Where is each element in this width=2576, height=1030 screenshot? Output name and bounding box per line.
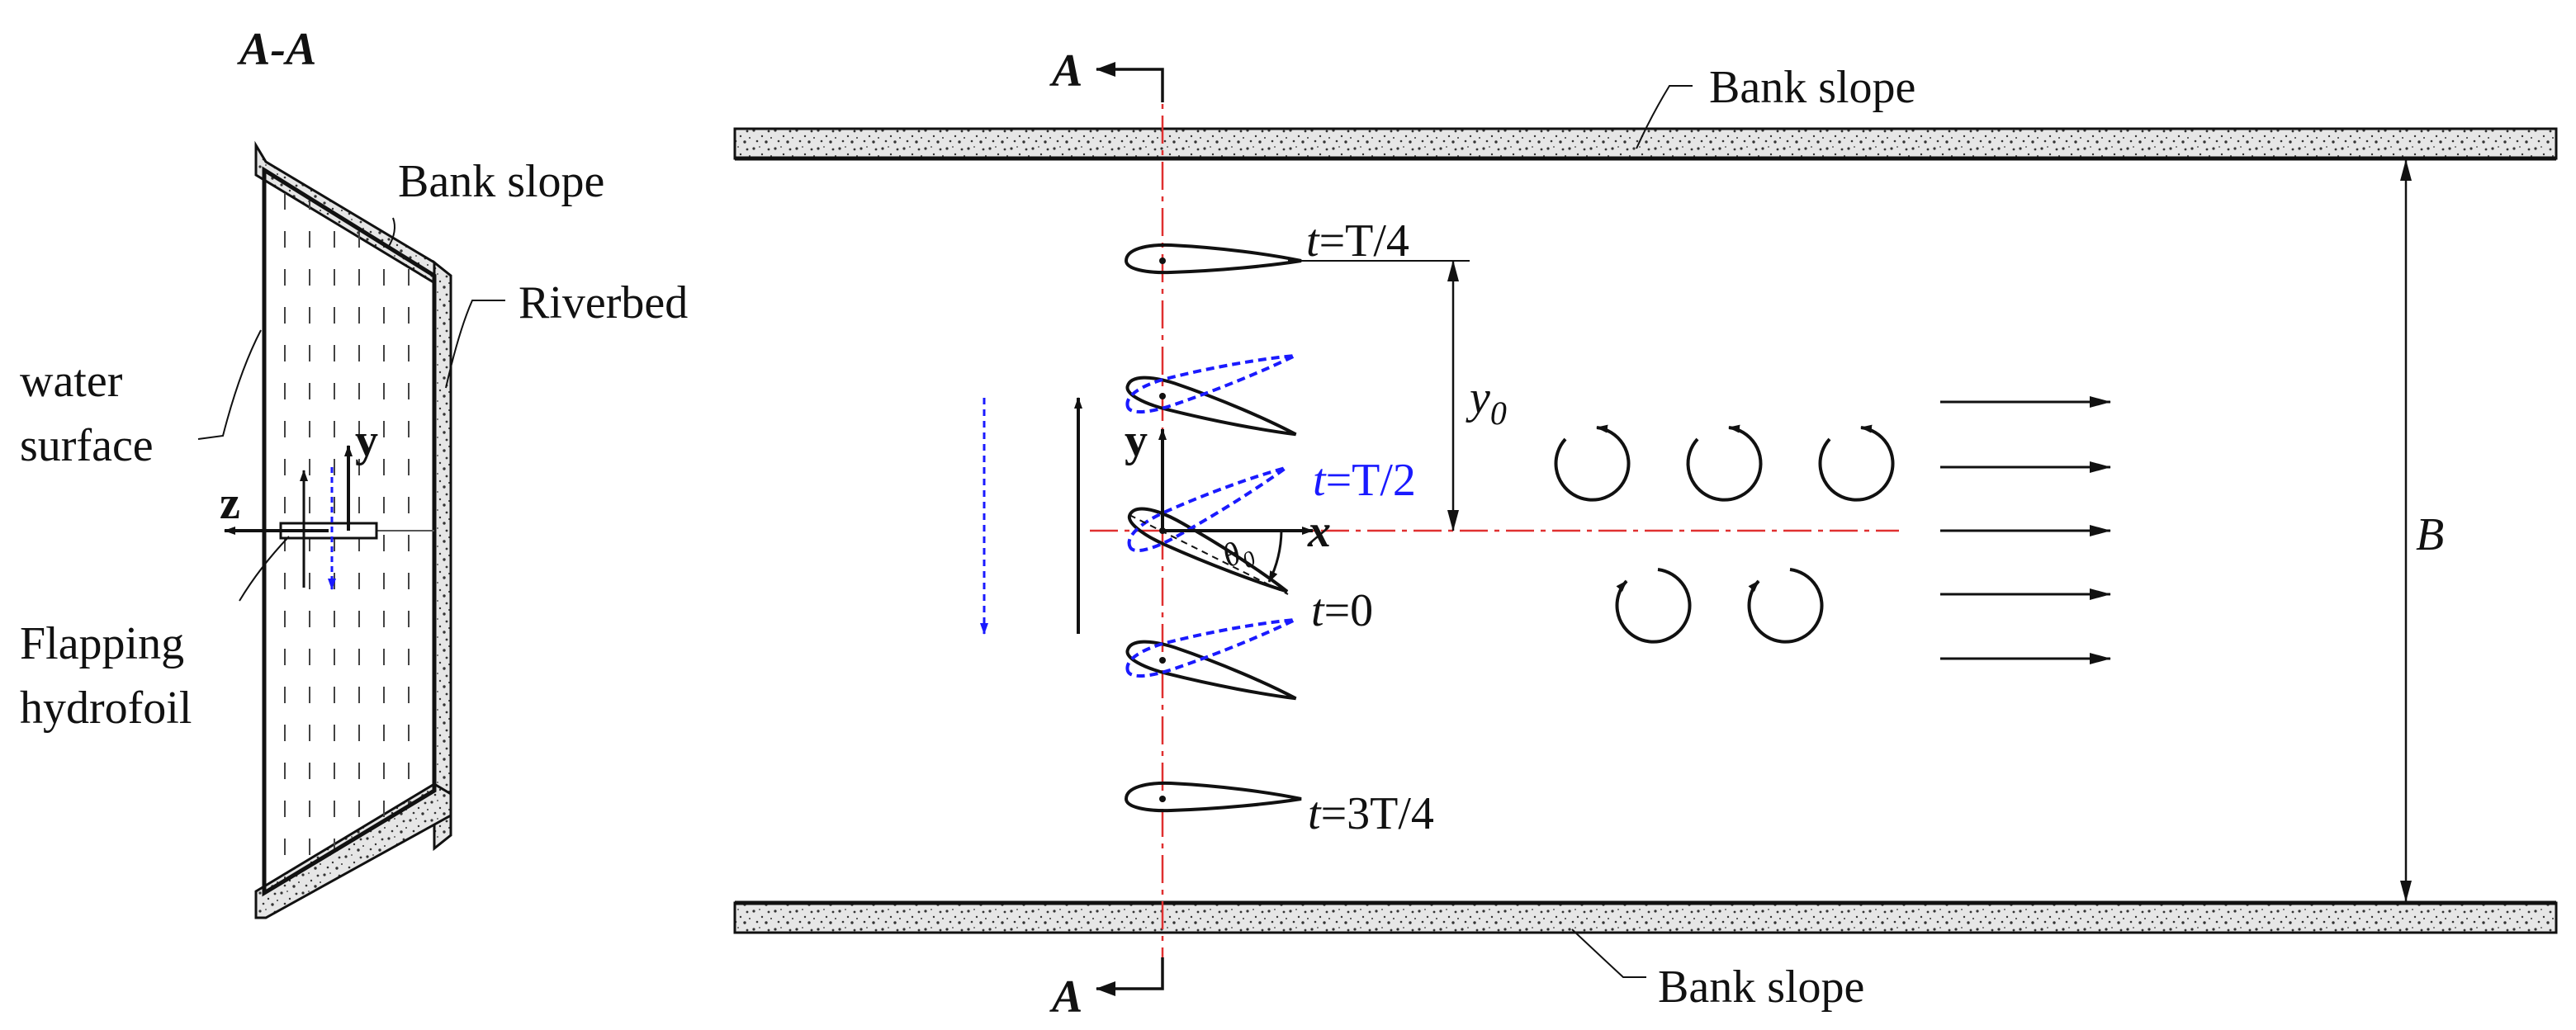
- section-water-leader: [197, 329, 262, 440]
- plan-bank-top: [733, 127, 2558, 160]
- plan-bank-bottom-label: Bank slope: [1658, 961, 1864, 1013]
- section-bank-label: Bank slope: [398, 156, 604, 207]
- cut-label-bottom: A: [1049, 971, 1082, 1023]
- section-water-label-2: surface: [20, 420, 154, 471]
- label-t-threequarter: t=3T/4: [1308, 788, 1434, 839]
- vortex-upper-3: [1818, 424, 1895, 502]
- vortex-lower-1: [1615, 568, 1692, 644]
- pitch-angle-arc: [1267, 530, 1283, 583]
- cut-marker-bottom: [1096, 957, 1164, 996]
- label-t-quarter: t=T/4: [1306, 215, 1409, 267]
- plan-bank-top-leader: [1636, 85, 1693, 149]
- section-title: A-A: [237, 24, 316, 75]
- theta-label: θ0: [1216, 529, 1259, 580]
- section-axis-y-label: y: [355, 415, 378, 466]
- section-hydrofoil-label-1: Flapping: [20, 618, 184, 669]
- chord-line: [1129, 514, 1289, 595]
- plan-bank-bottom: [733, 901, 2558, 934]
- label-t-half: t=T/2: [1313, 455, 1416, 506]
- plan-axis-x-label: x: [1307, 506, 1331, 557]
- section-riverbed-leader: [445, 300, 505, 389]
- cut-label-top: A: [1049, 45, 1082, 97]
- width-label: B: [2416, 509, 2444, 560]
- section-bank-leader: [387, 217, 395, 248]
- plan-view: Bank slope Bank slope A A: [733, 45, 2558, 1023]
- foil-upper-mid: [1122, 369, 1302, 447]
- foil-blue-t-half: [1121, 451, 1294, 560]
- foil-t-zero: [1125, 501, 1294, 602]
- label-t-zero: t=0: [1311, 585, 1373, 636]
- vortex-upper-2: [1686, 424, 1763, 502]
- section-hydrofoil-leader: [239, 536, 290, 602]
- y0-label: y0: [1466, 372, 1507, 432]
- cut-marker-top: [1096, 62, 1164, 102]
- vortex-upper-1: [1554, 424, 1631, 502]
- section-axis-z-label: z: [220, 478, 240, 529]
- foil-lower-mid: [1122, 633, 1302, 711]
- vortex-lower-2: [1747, 568, 1824, 644]
- section-riverbed-label: Riverbed: [519, 277, 688, 328]
- section-hydrofoil-label-2: hydrofoil: [20, 683, 192, 734]
- section-water-label-1: water: [20, 356, 123, 407]
- foil-t-quarter: [1125, 243, 1303, 275]
- plan-bank-bottom-leader: [1571, 928, 1646, 978]
- section-riverbed: [433, 259, 452, 852]
- plan-bank-top-label: Bank slope: [1709, 62, 1915, 113]
- foil-t-threequarter: [1125, 781, 1303, 813]
- plan-axis-y-label: y: [1125, 415, 1148, 466]
- section-view: A-A z y Bank slope Riverbed water surfac…: [20, 24, 688, 919]
